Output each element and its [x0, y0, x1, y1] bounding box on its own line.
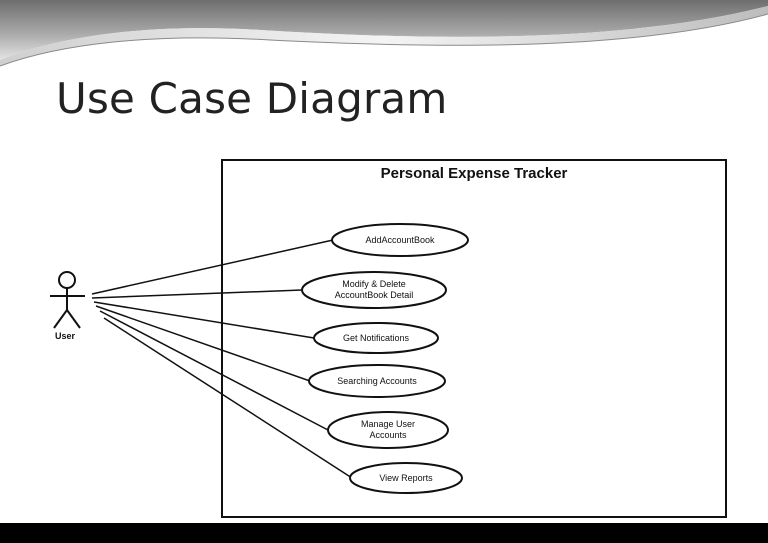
actor-head	[58, 271, 76, 289]
use-case-get-notifications: Get Notifications	[313, 322, 439, 354]
use-case-manage-user-accounts: Manage User Accounts	[327, 411, 449, 449]
use-case-label-line-2: Accounts	[369, 430, 407, 440]
use-case-add-account-book: AddAccountBook	[331, 223, 469, 257]
association-modify-delete	[91, 289, 303, 299]
use-case-label-line-1: Manage User	[361, 419, 415, 429]
use-case-view-reports: View Reports	[349, 462, 463, 494]
association-get-notifications	[93, 301, 315, 339]
use-case-modify-delete-account-book-detail: Modify & Delete AccountBook Detail	[301, 271, 447, 309]
use-case-label: AddAccountBook	[365, 235, 435, 245]
association-view-reports	[103, 317, 353, 479]
use-case-label-line-2: AccountBook Detail	[335, 290, 414, 300]
footer-bar	[0, 523, 768, 543]
association-add-account-book	[91, 239, 334, 295]
system-name: Personal Expense Tracker	[381, 165, 568, 182]
actor-label: User	[55, 331, 76, 341]
actor-user	[50, 271, 85, 329]
use-case-label: Searching Accounts	[337, 376, 417, 386]
slide-title: Use Case Diagram	[56, 74, 448, 123]
use-case-label-line-1: Modify & Delete	[342, 279, 406, 289]
use-case-label: Get Notifications	[343, 333, 410, 343]
association-manage-user-accounts	[99, 310, 329, 431]
associations	[91, 239, 353, 479]
header-swoosh	[0, 0, 768, 67]
system-boundary	[221, 159, 727, 518]
use-case-label: View Reports	[379, 473, 433, 483]
use-case-searching-accounts: Searching Accounts	[308, 364, 446, 398]
association-searching-accounts	[95, 305, 311, 382]
